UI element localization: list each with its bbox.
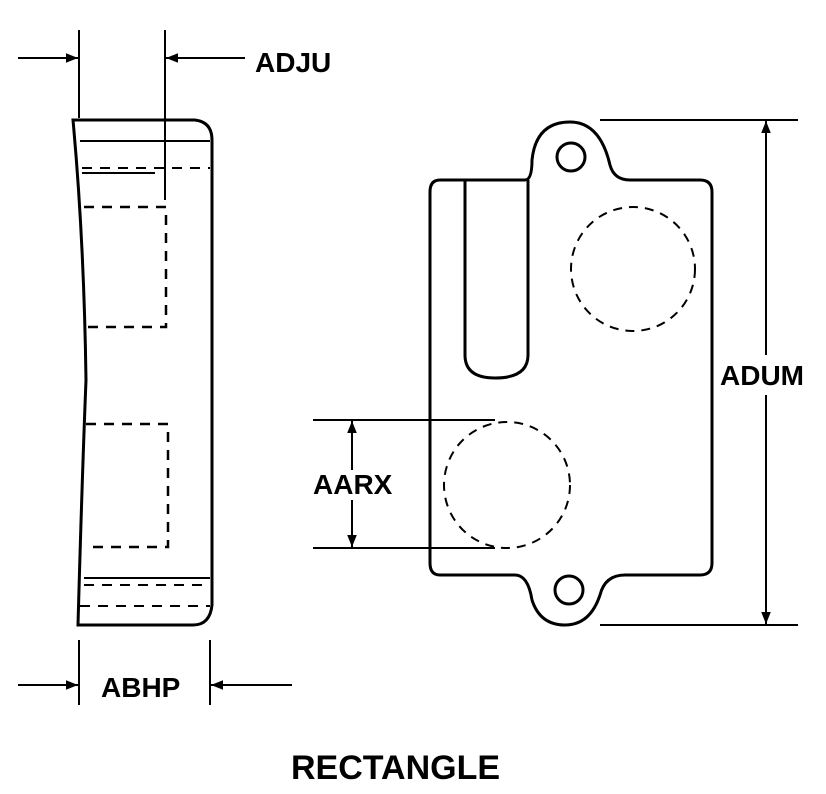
side-view [71, 118, 214, 627]
diagram-caption: RECTANGLE [291, 749, 500, 787]
adju-label: ADJU [255, 47, 331, 78]
front-view [428, 120, 714, 627]
adju-dimension [18, 30, 245, 200]
aarx-dimension [313, 419, 495, 549]
abhp-label: ABHP [101, 672, 180, 703]
abhp-dimension [18, 640, 292, 705]
aarx-label: AARX [313, 469, 393, 500]
adum-label: ADUM [720, 360, 804, 391]
adum-dimension [600, 119, 798, 626]
